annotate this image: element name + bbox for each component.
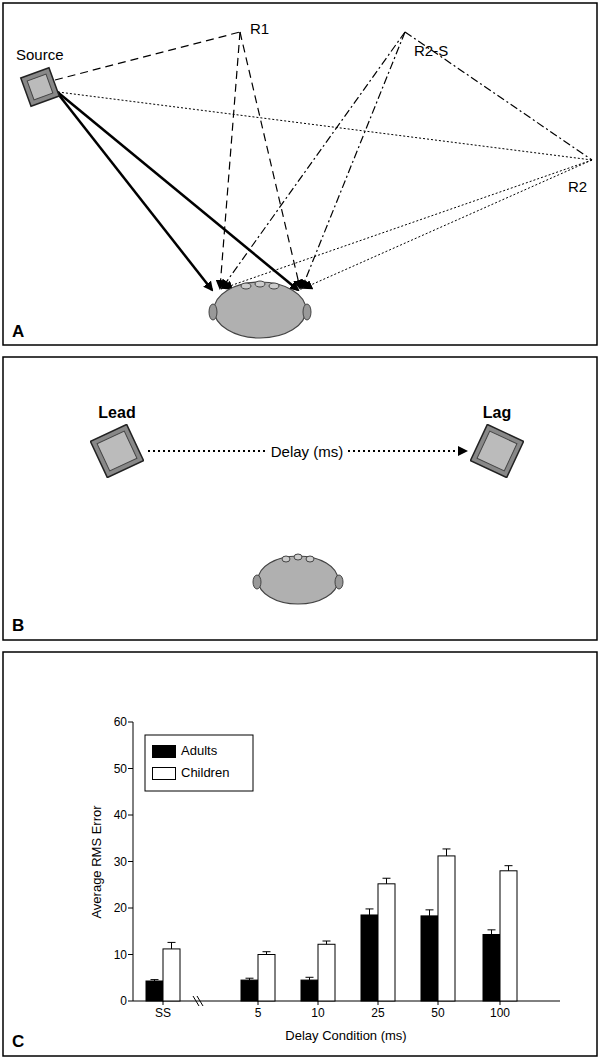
speaker-cabinet [470,424,523,477]
x-tick [163,1001,164,1005]
panel-frame [3,3,597,345]
data-bar [146,981,163,1001]
error-bar [491,930,492,935]
x-tick [500,1001,501,1005]
speaker-label: Lag [470,404,524,422]
panel-letter: C [12,1032,24,1052]
x-tick [318,1001,319,1005]
tick-label: 40 [114,808,127,822]
x-tick [258,1001,259,1005]
speaker-face [27,74,53,100]
y-tick [128,815,133,816]
speaker-cabinet [90,424,143,477]
legend-swatch [152,767,176,780]
y-tick [128,768,133,769]
data-bar [421,916,438,1001]
legend-label: Adults [181,743,217,758]
error-bar [369,909,370,915]
data-bar [301,980,318,1001]
error-bar [429,910,430,916]
legend-swatch [152,745,176,758]
speaker-cabinet [21,68,59,106]
speaker-body [470,424,523,477]
legend-label: Children [181,765,229,780]
reflection-label: R2 [568,178,587,195]
error-cap [366,908,374,909]
speaker-node: Lead [90,404,144,478]
data-bar [241,980,258,1001]
error-cap [383,878,391,879]
x-tick [378,1001,379,1005]
tick-label: SS [155,1006,171,1020]
tick-label: 50 [431,1006,444,1020]
tick-label: 5 [255,1006,262,1020]
y-tick [128,722,133,723]
tick-label: 0 [120,994,127,1008]
tick-label: 25 [371,1006,384,1020]
bar-chart [128,722,560,1006]
y-tick [128,861,133,862]
panel-frame [3,652,597,1056]
error-cap [488,929,496,930]
error-bar [171,942,172,949]
speaker-icon [18,65,62,109]
error-cap [151,979,159,980]
y-tick [128,908,133,909]
axis-title: Delay Condition (ms) [285,1028,406,1043]
tick-label: 50 [114,762,127,776]
listener-head [209,281,311,338]
error-cap [505,865,513,866]
speaker-icon [90,424,144,478]
error-cap [263,951,271,952]
x-tick [438,1001,439,1005]
tick-label: 20 [114,901,127,915]
error-cap [323,941,331,942]
y-tick [128,954,133,955]
tick-label: 100 [490,1006,510,1020]
data-bar [500,871,517,1001]
speaker-body [90,424,143,477]
error-cap [443,848,451,849]
y-tick [128,1001,133,1002]
error-cap [246,978,254,979]
speaker-label: Lead [90,404,144,422]
error-bar [386,878,387,884]
data-bar [378,884,395,1001]
data-bar [483,935,500,1001]
reflection-label: R1 [250,20,269,37]
data-bar [361,915,378,1001]
tick-label: 30 [114,855,127,869]
panel-letter: A [12,322,24,342]
speaker-face [97,431,137,471]
sound-rays [55,32,592,290]
speaker-face [477,431,517,471]
axis-title: Average RMS Error [89,805,104,918]
error-cap [168,942,176,943]
tick-label: 10 [114,948,127,962]
error-bar [446,849,447,856]
data-bar [438,856,455,1001]
speaker-node: Lag [470,404,524,478]
tick-label: 60 [114,715,127,729]
speaker-icon [470,424,524,478]
data-bar [318,944,335,1001]
tick-label: 10 [311,1006,324,1020]
error-cap [426,909,434,910]
error-bar [508,866,509,871]
error-cap [306,977,314,978]
speaker-body [21,68,59,106]
reflection-label: R2-S [414,42,448,59]
panel-letter: B [12,616,24,636]
panel-frame [3,357,597,640]
delay-label: Delay (ms) [268,443,347,460]
data-bar [258,955,275,1002]
speaker-label: Source [16,46,64,63]
data-bar [163,949,180,1001]
listener-head [253,554,343,604]
speaker-node: Source [16,46,64,109]
